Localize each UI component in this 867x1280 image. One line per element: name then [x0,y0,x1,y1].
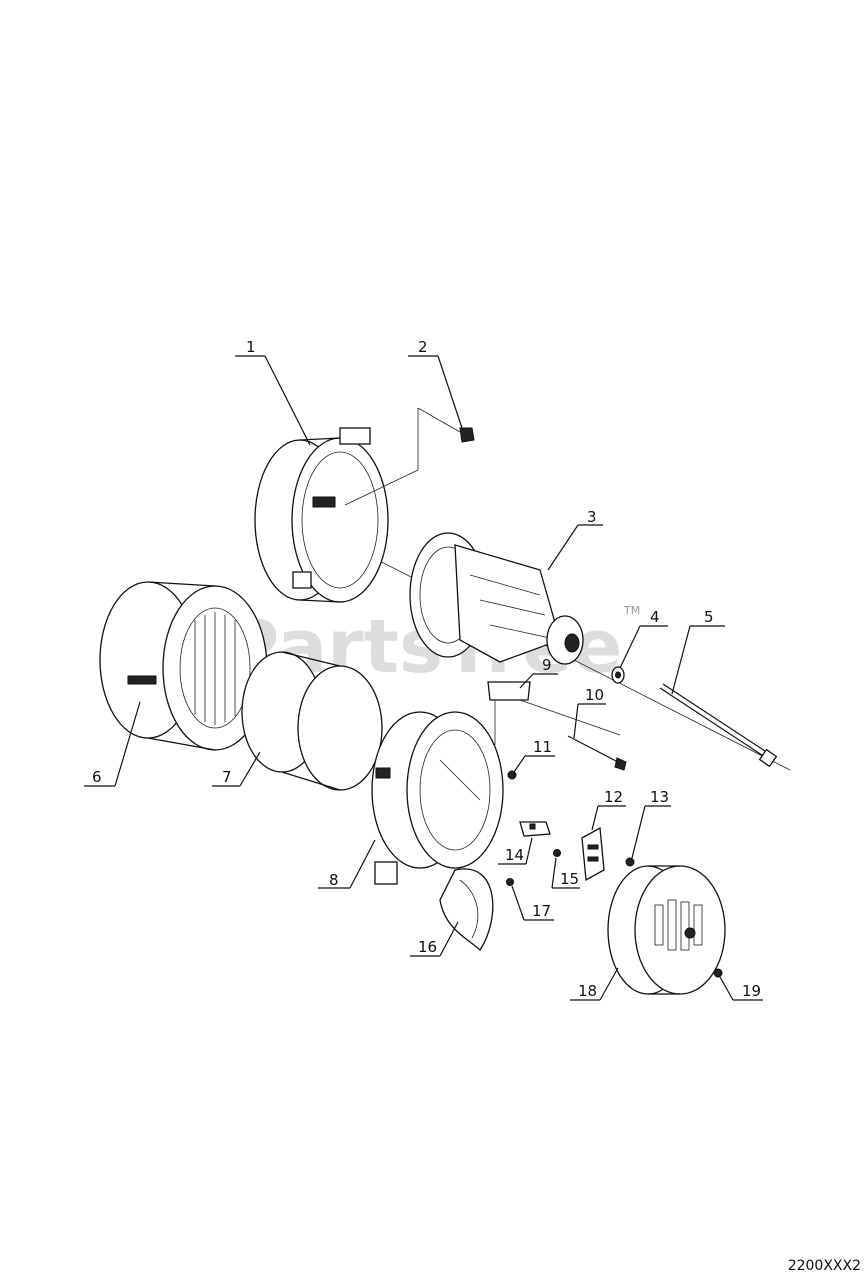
part-1-housing [254,427,389,603]
callout-label: 5 [704,608,714,626]
callout-9: 9 [519,656,558,689]
part-7-sleeve [241,651,383,791]
callout-7: 7 [212,751,261,787]
part-17-screw [506,878,514,886]
part-15-screw [553,849,561,857]
callout-label: 6 [92,768,102,786]
part-19-screw [713,968,723,978]
part-6-stator [99,581,268,751]
callout-3: 3 [547,508,603,571]
callout-label: 3 [587,508,597,526]
callout-8: 8 [318,839,376,889]
callout-10: 10 [573,686,606,739]
part-14-brush-holder [519,821,551,837]
callout-4: 4 [619,608,668,669]
callout-2: 2 [408,338,463,429]
callout-13: 13 [631,788,671,859]
part-11-screw [507,770,517,780]
callout-17: 17 [511,885,554,921]
callout-11: 11 [513,738,555,773]
callout-15: 15 [551,857,580,889]
callout-label: 14 [505,846,524,864]
callout-label: 4 [650,608,660,626]
part-10-bolt [567,735,627,771]
callout-5: 5 [671,608,725,695]
callout-label: 11 [533,738,552,756]
callout-label: 15 [560,870,579,888]
callout-label: 7 [222,768,232,786]
callout-6: 6 [84,701,141,787]
part-12-terminal-block [581,826,605,882]
callout-label: 18 [578,982,597,1000]
callout-12: 12 [591,788,626,831]
part-9-bracket [487,681,621,745]
watermark-tm: TM [623,604,640,617]
callout-label: 16 [418,938,437,956]
diagram-code: 2200XXX2 [787,1258,861,1274]
callout-label: 10 [585,686,604,704]
callout-label: 2 [418,338,428,356]
callout-14: 14 [498,837,533,865]
part-3-rotor [409,532,584,665]
callout-label: 19 [742,982,761,1000]
part-13-screw [625,857,635,867]
callout-label: 12 [604,788,623,806]
part-16-cover [439,868,494,952]
callout-label: 1 [246,338,256,356]
callout-1: 1 [235,338,311,446]
part-4-washer [611,666,625,684]
callout-label: 9 [542,656,552,674]
callout-16: 16 [410,921,459,957]
callout-18: 18 [570,967,619,1001]
part-18-end-cover [607,865,726,995]
callout-19: 19 [719,976,763,1001]
part-5-through-bolt [659,683,778,768]
part-2-bolt [344,407,475,506]
callout-label: 13 [650,788,669,806]
callout-label: 8 [329,871,339,889]
part-8-end-bell [371,711,504,885]
callout-label: 17 [532,902,551,920]
